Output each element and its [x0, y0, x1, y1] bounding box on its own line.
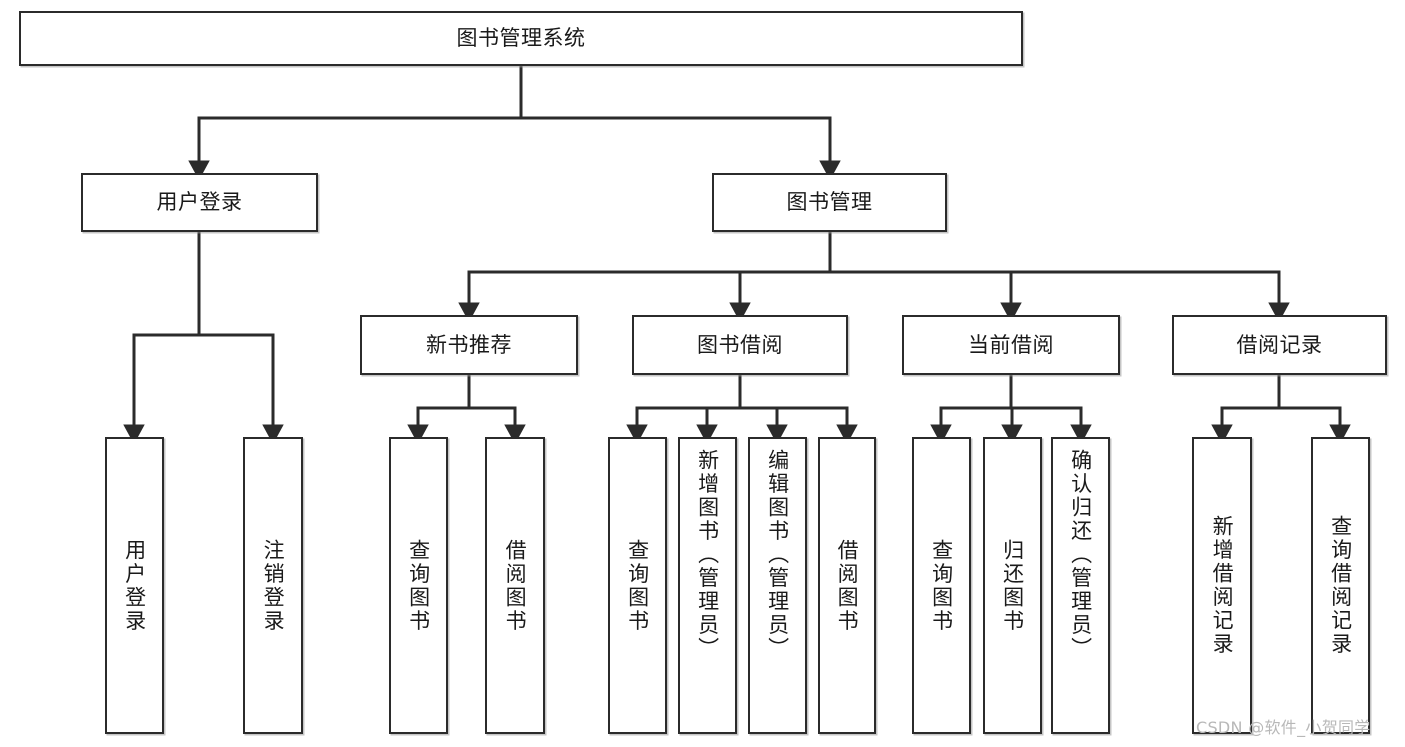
node-root-system[interactable]: 图书管理系统	[19, 11, 1023, 66]
node-l4-3[interactable]: 借阅图书	[485, 437, 545, 734]
node-l2-0[interactable]: 用户登录	[81, 173, 318, 232]
node-l4-9-label: 归还图书	[1000, 538, 1025, 633]
node-l4-6[interactable]: 编辑图书（管理员）	[748, 437, 807, 734]
node-l4-12-label: 查询借阅记录	[1328, 515, 1353, 656]
csdn-watermark: CSDN @软件_小贺同学	[1196, 718, 1371, 737]
node-l4-0[interactable]: 用户登录	[105, 437, 164, 734]
node-l4-5[interactable]: 新增图书（管理员）	[678, 437, 737, 734]
node-l4-12[interactable]: 查询借阅记录	[1311, 437, 1370, 734]
node-l4-8[interactable]: 查询图书	[912, 437, 971, 734]
node-root-system-label: 图书管理系统	[456, 26, 586, 51]
node-l3-2-label: 当前借阅	[968, 332, 1054, 357]
node-l4-5-label: 新增图书（管理员）	[695, 449, 720, 661]
node-l4-10[interactable]: 确认归还（管理员）	[1051, 437, 1110, 734]
node-l4-11-label: 新增借阅记录	[1210, 515, 1235, 656]
node-l3-3-label: 借阅记录	[1236, 332, 1323, 357]
node-l4-2[interactable]: 查询图书	[389, 437, 448, 734]
node-l3-3[interactable]: 借阅记录	[1172, 315, 1387, 375]
node-l4-2-label: 查询图书	[406, 538, 431, 633]
node-l3-2[interactable]: 当前借阅	[902, 315, 1120, 375]
node-l4-1-label: 注销登录	[261, 538, 286, 633]
node-l2-1-label: 图书管理	[786, 190, 873, 215]
node-l4-7-label: 借阅图书	[835, 538, 860, 633]
node-l4-1[interactable]: 注销登录	[243, 437, 303, 734]
node-l2-1[interactable]: 图书管理	[712, 173, 947, 232]
node-l2-0-label: 用户登录	[156, 190, 243, 215]
node-l3-0[interactable]: 新书推荐	[360, 315, 578, 375]
node-l4-3-label: 借阅图书	[503, 538, 528, 633]
node-l4-0-label: 用户登录	[122, 538, 147, 633]
node-l4-7[interactable]: 借阅图书	[818, 437, 876, 734]
node-l3-1[interactable]: 图书借阅	[632, 315, 848, 375]
node-l4-11[interactable]: 新增借阅记录	[1192, 437, 1252, 734]
node-l3-1-label: 图书借阅	[697, 332, 783, 357]
node-l4-8-label: 查询图书	[929, 538, 954, 633]
node-l4-6-label: 编辑图书（管理员）	[765, 449, 790, 661]
node-l3-0-label: 新书推荐	[426, 332, 512, 357]
node-l4-10-label: 确认归还（管理员）	[1068, 449, 1093, 661]
node-l4-9[interactable]: 归还图书	[983, 437, 1042, 734]
node-l4-4-label: 查询图书	[625, 538, 650, 633]
node-l4-4[interactable]: 查询图书	[608, 437, 667, 734]
